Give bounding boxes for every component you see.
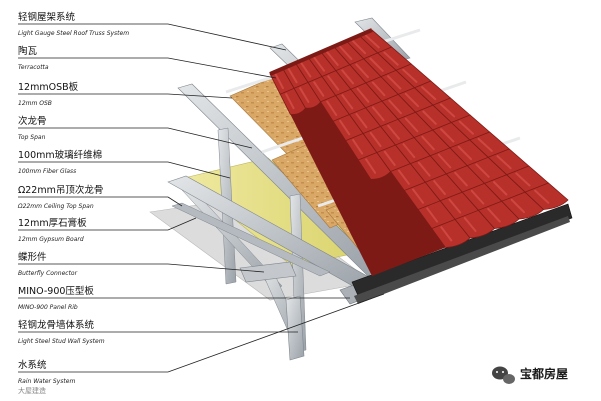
- callout-label-en: Light Gauge Steel Roof Truss System: [18, 30, 129, 37]
- callout-label-en: 100mm Fiber Glass: [18, 168, 76, 175]
- watermark-brand: 宝都房屋: [520, 366, 568, 381]
- callout-label-cn: 12mmOSB板: [18, 81, 79, 93]
- callout-label-en: Top Span: [18, 134, 46, 141]
- callout-10: 轻钢龙骨墙体系统 Light Steel Stud Wall System: [18, 319, 298, 345]
- callout-leader-line: [168, 58, 276, 78]
- callout-label-en: 12mm Gypsum Board: [18, 236, 84, 243]
- callout-leader-line: [168, 24, 286, 50]
- callout-label-en: 12mm OSB: [18, 100, 52, 107]
- callout-1: 轻钢屋架系统 Light Gauge Steel Roof Truss Syste…: [18, 11, 286, 50]
- callout-label-cn: MINO-900压型板: [18, 285, 94, 297]
- callout-label-cn: 水系统: [18, 359, 47, 371]
- callout-label-en: Terracotta: [18, 64, 49, 71]
- callout-label-cn: 12mm厚石膏板: [18, 217, 87, 229]
- callout-label-cn: 轻钢龙骨墙体系统: [18, 319, 95, 331]
- callout-2: 陶瓦 Terracotta: [18, 45, 276, 78]
- watermark-faint: 大屋建造: [18, 386, 46, 395]
- callout-label-en: Rain Water System: [18, 378, 75, 385]
- callout-label-cn: 轻钢屋架系统: [18, 11, 76, 23]
- callout-label-cn: 蝶形件: [18, 251, 47, 263]
- watermark: 宝都房屋 大屋建造: [18, 366, 568, 395]
- callout-label-cn: Ω22mm吊顶次龙骨: [18, 184, 103, 196]
- callout-label-en: MINO-900 Panel Rib: [18, 304, 78, 311]
- callout-5: 100mm玻璃纤维棉 100mm Fiber Glass: [18, 149, 230, 178]
- callout-label-cn: 陶瓦: [18, 45, 38, 57]
- callout-label-cn: 100mm玻璃纤维棉: [18, 149, 102, 161]
- callout-6: Ω22mm吊顶次龙骨 Ω22mm Ceiling Top Span: [17, 184, 182, 210]
- callout-label-en: Butterfly Connector: [18, 270, 78, 277]
- callout-label-en: Ω22mm Ceiling Top Span: [17, 203, 94, 210]
- wechat-bubble-icon: [492, 367, 515, 385]
- callout-label-en: Light Steel Stud Wall System: [18, 338, 105, 345]
- callout-leader-line: [168, 294, 384, 372]
- callout-leader-line: [168, 197, 182, 206]
- callout-label-cn: 次龙骨: [18, 115, 47, 127]
